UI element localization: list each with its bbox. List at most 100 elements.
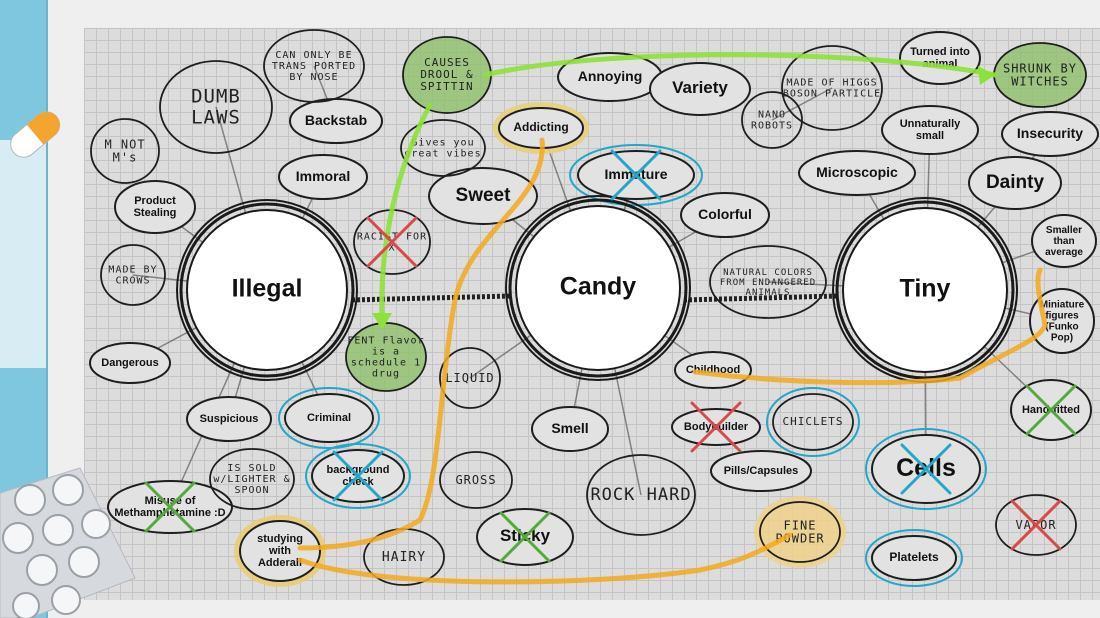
hub-tiny: Tiny xyxy=(832,197,1018,383)
green-highlight-fill xyxy=(346,323,426,391)
blue-highlight-outline xyxy=(865,529,963,587)
bubble-outline xyxy=(284,393,374,443)
blue-highlight-outline xyxy=(865,428,987,510)
doodle-outline xyxy=(781,45,883,131)
bubble-outline xyxy=(89,342,171,384)
cross-stroke xyxy=(144,481,196,533)
doodle-outline xyxy=(741,91,803,149)
doodle-rock-hard: ROCK HARD xyxy=(586,454,696,536)
bubble-label: Immoral xyxy=(296,168,350,184)
bubble-insecurity: Insecurity xyxy=(1001,111,1099,157)
bubble-outline xyxy=(114,180,196,234)
cross-stroke xyxy=(610,149,662,201)
cross-out-mark xyxy=(610,149,662,201)
doodle-outline xyxy=(159,60,273,154)
bubble-immoral: Immoral xyxy=(278,154,368,200)
bubble-backstab: Backstab xyxy=(289,98,383,144)
hub-scribble-ring xyxy=(508,198,688,378)
bubble-label: Addicting xyxy=(513,120,568,134)
bubble-outline xyxy=(239,520,321,582)
green-highlight-fill xyxy=(403,37,491,113)
hub-circle xyxy=(842,207,1008,373)
cross-stroke xyxy=(690,401,742,453)
bubble-label: Colorful xyxy=(698,206,752,222)
doodle-outline xyxy=(439,347,501,409)
doodle-outline xyxy=(400,119,486,177)
bubble-label: Dangerous xyxy=(101,357,158,369)
doodle-outline xyxy=(439,451,513,509)
blue-highlight-outline xyxy=(766,387,860,457)
bubble-label: Pills/Capsules xyxy=(724,465,799,477)
hub-circle xyxy=(515,205,681,371)
cross-out-mark xyxy=(690,401,742,453)
bubble-outline xyxy=(1031,214,1097,268)
hub-candy: Candy xyxy=(505,195,691,381)
green-arrowhead xyxy=(372,313,392,330)
doodle-label: LIQUID xyxy=(445,371,494,385)
bubble-outline xyxy=(674,351,752,389)
hub-scribble-ring xyxy=(835,200,1015,380)
green-arrowhead xyxy=(978,66,995,85)
bubble-annoying: Annoying xyxy=(557,52,663,102)
bubble-outline xyxy=(968,156,1062,210)
pill-blister-pack-icon xyxy=(0,467,136,618)
hub-scribble-ring xyxy=(505,195,691,381)
hub-label: Tiny xyxy=(900,275,951,303)
strip-segment xyxy=(0,140,48,368)
doodle-liquid: LIQUID xyxy=(439,347,501,409)
bubble-microscopic: Microscopic xyxy=(798,150,916,196)
orange-highlight-path xyxy=(692,267,1048,386)
blue-highlight-outline xyxy=(305,443,411,509)
bubble-label: Platelets xyxy=(889,550,939,564)
doodle-outline xyxy=(772,393,854,451)
bubble-pills-capsules: Pills/Capsules xyxy=(710,450,812,492)
cross-out-mark xyxy=(366,216,418,268)
cross-stroke xyxy=(1025,384,1077,436)
hub-connector xyxy=(351,293,513,303)
bubble-childhood: Childhood xyxy=(674,351,752,389)
bubble-outline xyxy=(278,154,368,200)
bubble-label: Suspicious xyxy=(200,413,259,425)
orange-highlight-path xyxy=(297,532,793,585)
bubble-label: Insecurity xyxy=(1017,125,1083,141)
doodle-label: CHICLETS xyxy=(783,415,844,428)
cross-out-mark xyxy=(1025,384,1077,436)
bubble-label: Smell xyxy=(551,420,588,436)
cross-stroke xyxy=(1010,499,1062,551)
hub-connector xyxy=(683,293,839,303)
bubble-label: Criminal xyxy=(307,412,351,424)
green-highlight-fill xyxy=(994,43,1086,107)
cross-out-mark xyxy=(900,443,952,495)
bubble-label: Sweet xyxy=(456,185,512,206)
orange-highlight-path xyxy=(297,137,545,551)
cross-stroke xyxy=(900,443,952,495)
blue-highlight-outline xyxy=(278,387,380,449)
